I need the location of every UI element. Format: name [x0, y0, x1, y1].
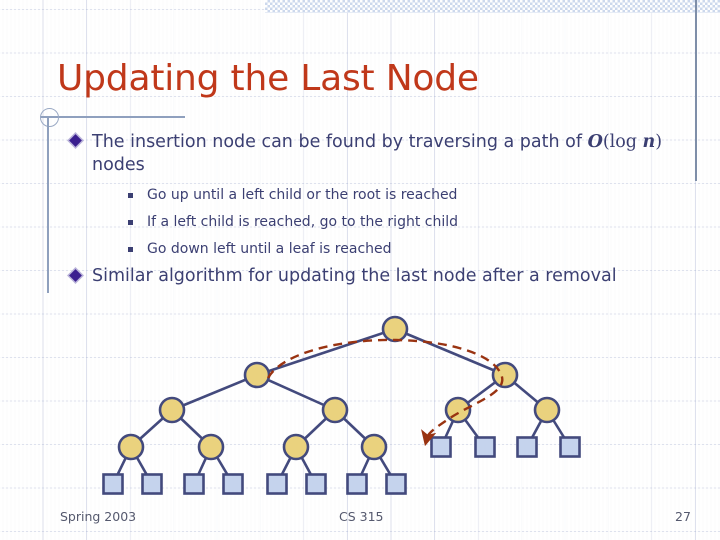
tree-leaf-node	[559, 436, 581, 458]
bullet1-math-n: n	[642, 132, 656, 152]
tree-leaf-node	[430, 436, 452, 458]
tree-edge	[394, 327, 506, 377]
tree-internal-node	[444, 396, 472, 424]
tree-internal-node	[360, 433, 388, 461]
tree-internal-node	[282, 433, 310, 461]
tree-edge	[439, 409, 460, 448]
tree-edge	[171, 373, 258, 412]
footer-course: CS 315	[339, 509, 384, 524]
bullet1-math-o: O	[587, 132, 603, 152]
sub-bullet-1: Go up until a left child or the root is …	[147, 187, 458, 203]
tree-edge	[275, 446, 298, 485]
tree-edge	[334, 409, 375, 448]
tree-edge	[504, 374, 548, 411]
page-title: Updating the Last Node	[57, 58, 479, 99]
tree-edge	[171, 409, 212, 448]
header-checkered-band	[265, 0, 720, 13]
left-vertical-rule	[47, 116, 49, 293]
tree-internal-node	[533, 396, 561, 424]
traversal-path-layer	[266, 338, 504, 447]
tree-leaf-node	[474, 436, 496, 458]
footer-page-number: 27	[675, 509, 691, 524]
tree-edge	[256, 327, 396, 377]
tree-leaf-node	[385, 473, 407, 495]
tree-internal-node	[158, 396, 186, 424]
tree-leaf-nodes-layer	[102, 436, 581, 495]
tree-leaf-node	[266, 473, 288, 495]
bullet1-text-before: The insertion node can be found by trave…	[92, 132, 588, 152]
tree-internal-node	[491, 361, 519, 389]
title-underline	[40, 116, 185, 118]
tree-edge	[545, 409, 572, 448]
tree-internal-nodes-layer	[117, 315, 561, 461]
tree-edge	[372, 446, 398, 485]
tree-edge	[130, 409, 173, 448]
tree-leaf-node	[183, 473, 205, 495]
sub-bullet-2: If a left child is reached, go to the ri…	[147, 214, 459, 230]
footer-term: Spring 2003	[60, 509, 137, 524]
bullet-level1-removal: Similar algorithm for updating the last …	[92, 266, 617, 286]
bullet-diamond-icon	[69, 134, 82, 147]
tree-edge	[209, 446, 235, 485]
tree-leaf-node	[222, 473, 244, 495]
tree-leaf-node	[516, 436, 538, 458]
traversal-path-arrow	[266, 338, 504, 447]
tree-leaf-node	[141, 473, 163, 495]
tree-edge	[294, 446, 318, 485]
bullet-level1-insertion: The insertion node can be found by trave…	[92, 131, 672, 177]
sub-bullet-3: Go down left until a leaf is reached	[147, 241, 392, 257]
sub-bullet-square-icon-1	[128, 193, 133, 198]
tree-edge	[525, 409, 549, 448]
tree-leaf-node	[305, 473, 327, 495]
right-vertical-rule	[695, 0, 697, 181]
title-circle-decoration	[40, 108, 59, 127]
tree-internal-node	[197, 433, 225, 461]
tree-internal-node	[117, 433, 145, 461]
sub-bullet-square-icon-2	[128, 220, 133, 225]
tree-edge	[457, 373, 506, 412]
tree-edge	[111, 446, 133, 485]
sub-bullet-square-icon-3	[128, 247, 133, 252]
tree-leaf-node	[346, 473, 368, 495]
tree-edge	[256, 373, 336, 412]
bullet1-paren-close: )	[655, 132, 663, 152]
tree-edge	[355, 446, 376, 485]
tree-leaf-node	[102, 473, 124, 495]
tree-edge	[456, 409, 487, 448]
bullet1-paren-open: (	[602, 132, 610, 152]
bullet1-math-log: log	[609, 132, 643, 152]
bullet1-text-after: nodes	[92, 155, 145, 175]
bullet-diamond-icon-2	[69, 269, 82, 282]
tree-internal-node	[243, 361, 271, 389]
tree-edges-layer	[111, 327, 572, 485]
tree-edge	[192, 446, 213, 485]
tree-internal-node	[321, 396, 349, 424]
tree-edge	[295, 409, 336, 448]
tree-edge	[129, 446, 154, 485]
tree-internal-node	[381, 315, 409, 343]
